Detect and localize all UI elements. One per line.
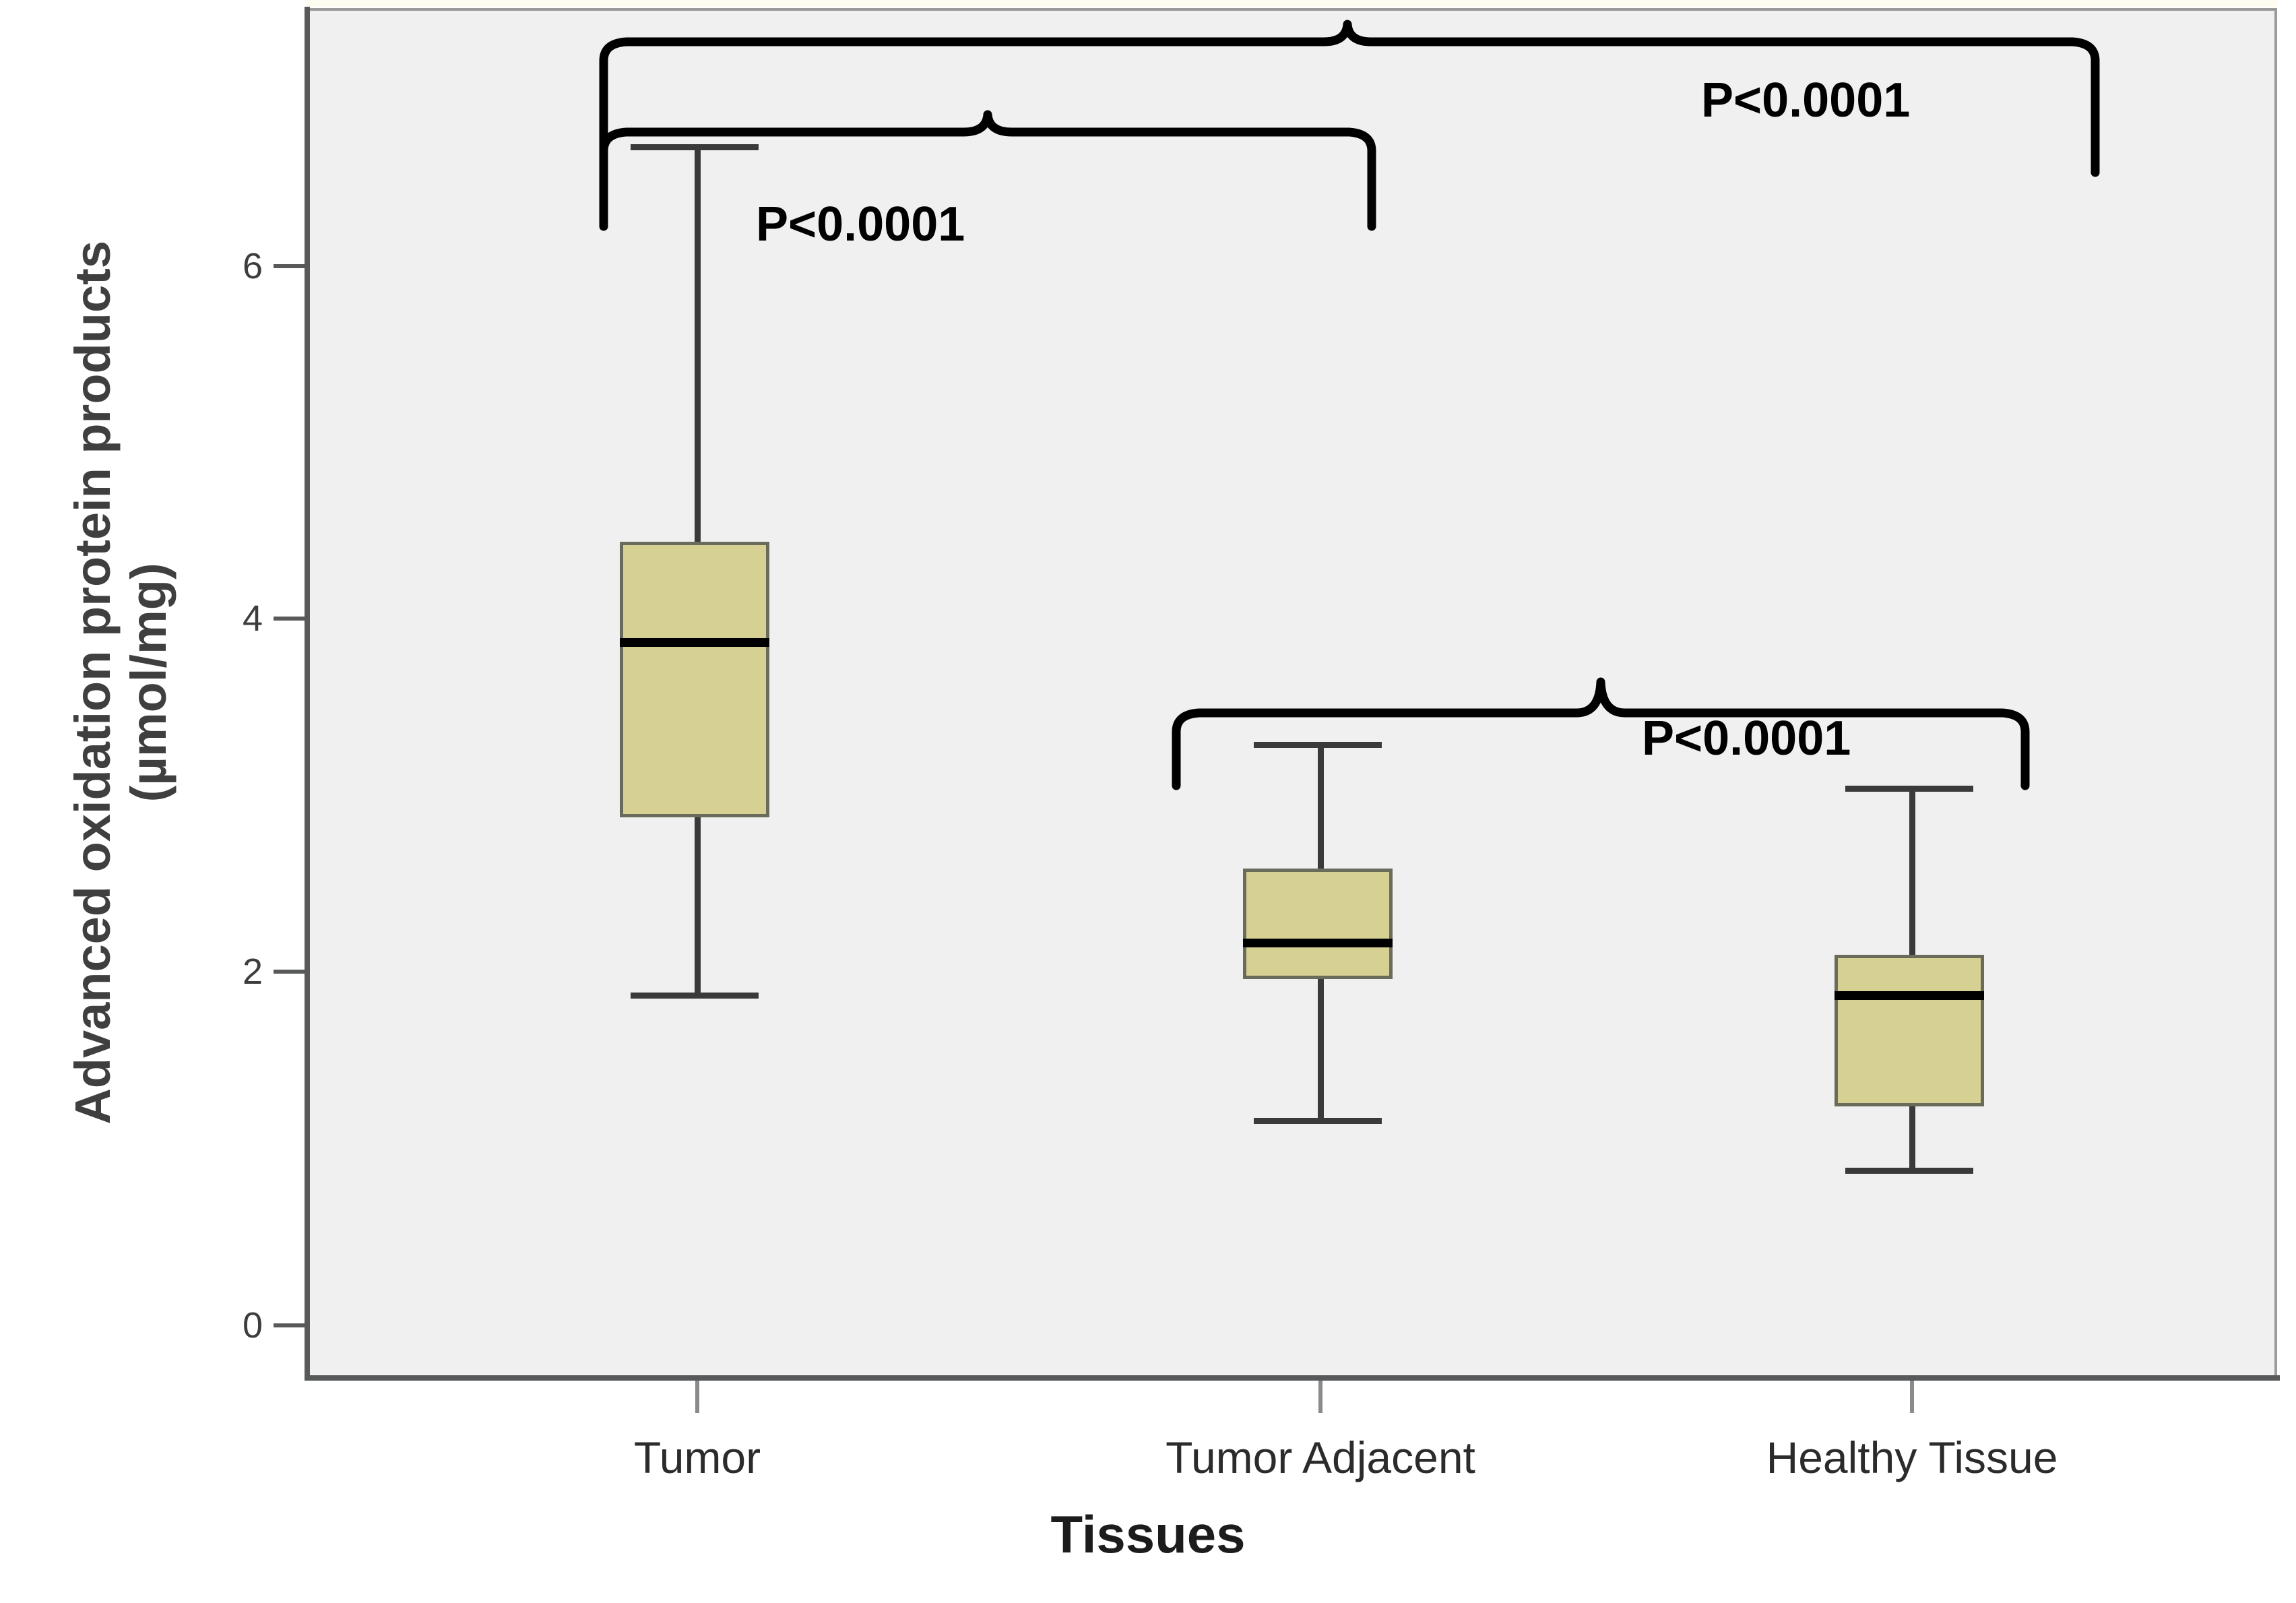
- x-tick-mark-tumor: [695, 1381, 699, 1413]
- p-label-tumor-vs-healthy-tissue: P<0.0001: [1701, 73, 1911, 127]
- median-tumor: [620, 638, 769, 647]
- y-tick-label-2: 2: [242, 951, 263, 992]
- x-tick-mark-healthy-tissue: [1910, 1381, 1914, 1413]
- panel-top-strip: [307, 0, 2277, 7]
- median-tumor-adjacent: [1243, 939, 1393, 947]
- whisker-lower-cap-tumor: [631, 993, 759, 999]
- y-tick-mark-0: [274, 1323, 305, 1327]
- x-axis-title: Tissues: [1050, 1505, 1246, 1564]
- box-tumor-adjacent: [1243, 869, 1393, 979]
- whisker-upper-stem-tumor-adjacent: [1318, 745, 1324, 869]
- p-label-tumor-adjacent-vs-healthy-tissue: P<0.0001: [1642, 712, 1851, 765]
- bracket-tumor-adjacent-vs-healthy-tissue: [1172, 620, 2035, 790]
- y-tick-mark-2: [274, 970, 305, 974]
- x-axis-line: [305, 1375, 2280, 1381]
- whisker-upper-stem-tumor: [695, 147, 701, 542]
- y-tick-mark-4: [274, 617, 305, 621]
- whisker-lower-stem-tumor: [695, 817, 701, 995]
- box-healthy-tissue: [1835, 955, 1984, 1106]
- y-axis-title: Advanced oxidation protein products (µmo…: [65, 184, 177, 1181]
- whisker-upper-cap-tumor: [631, 144, 759, 150]
- y-tick-label-6: 6: [242, 246, 263, 286]
- y-axis-title-line-1: Advanced oxidation protein products: [65, 241, 121, 1125]
- y-axis-line: [305, 7, 310, 1379]
- whisker-lower-cap-healthy-tissue: [1845, 1168, 1973, 1174]
- whisker-lower-stem-tumor-adjacent: [1318, 979, 1324, 1121]
- y-axis-title-line-2: (µmol/mg): [121, 563, 177, 803]
- median-healthy-tissue: [1835, 991, 1984, 1000]
- y-tick-mark-6: [274, 264, 305, 268]
- bracket-tumor-vs-tumor-adjacent: [599, 54, 1381, 231]
- y-tick-label-0: 0: [242, 1305, 263, 1346]
- p-label-tumor-vs-tumor-adjacent: P<0.0001: [756, 197, 965, 251]
- whisker-upper-cap-healthy-tissue: [1845, 786, 1973, 792]
- x-tick-mark-tumor-adjacent: [1318, 1381, 1322, 1413]
- whisker-upper-stem-healthy-tissue: [1909, 788, 1915, 955]
- whisker-lower-cap-tumor-adjacent: [1254, 1118, 1382, 1124]
- box-tumor: [620, 542, 769, 817]
- x-tick-label-healthy-tissue: Healthy Tissue: [1766, 1433, 2058, 1482]
- x-tick-label-tumor-adjacent: Tumor Adjacent: [1166, 1433, 1475, 1482]
- whisker-lower-stem-healthy-tissue: [1909, 1106, 1915, 1170]
- x-tick-label-tumor: Tumor: [633, 1433, 761, 1482]
- bracket-tumor-vs-healthy-tissue: [599, 20, 2102, 177]
- y-tick-label-4: 4: [242, 598, 263, 639]
- whisker-upper-cap-tumor-adjacent: [1254, 742, 1382, 748]
